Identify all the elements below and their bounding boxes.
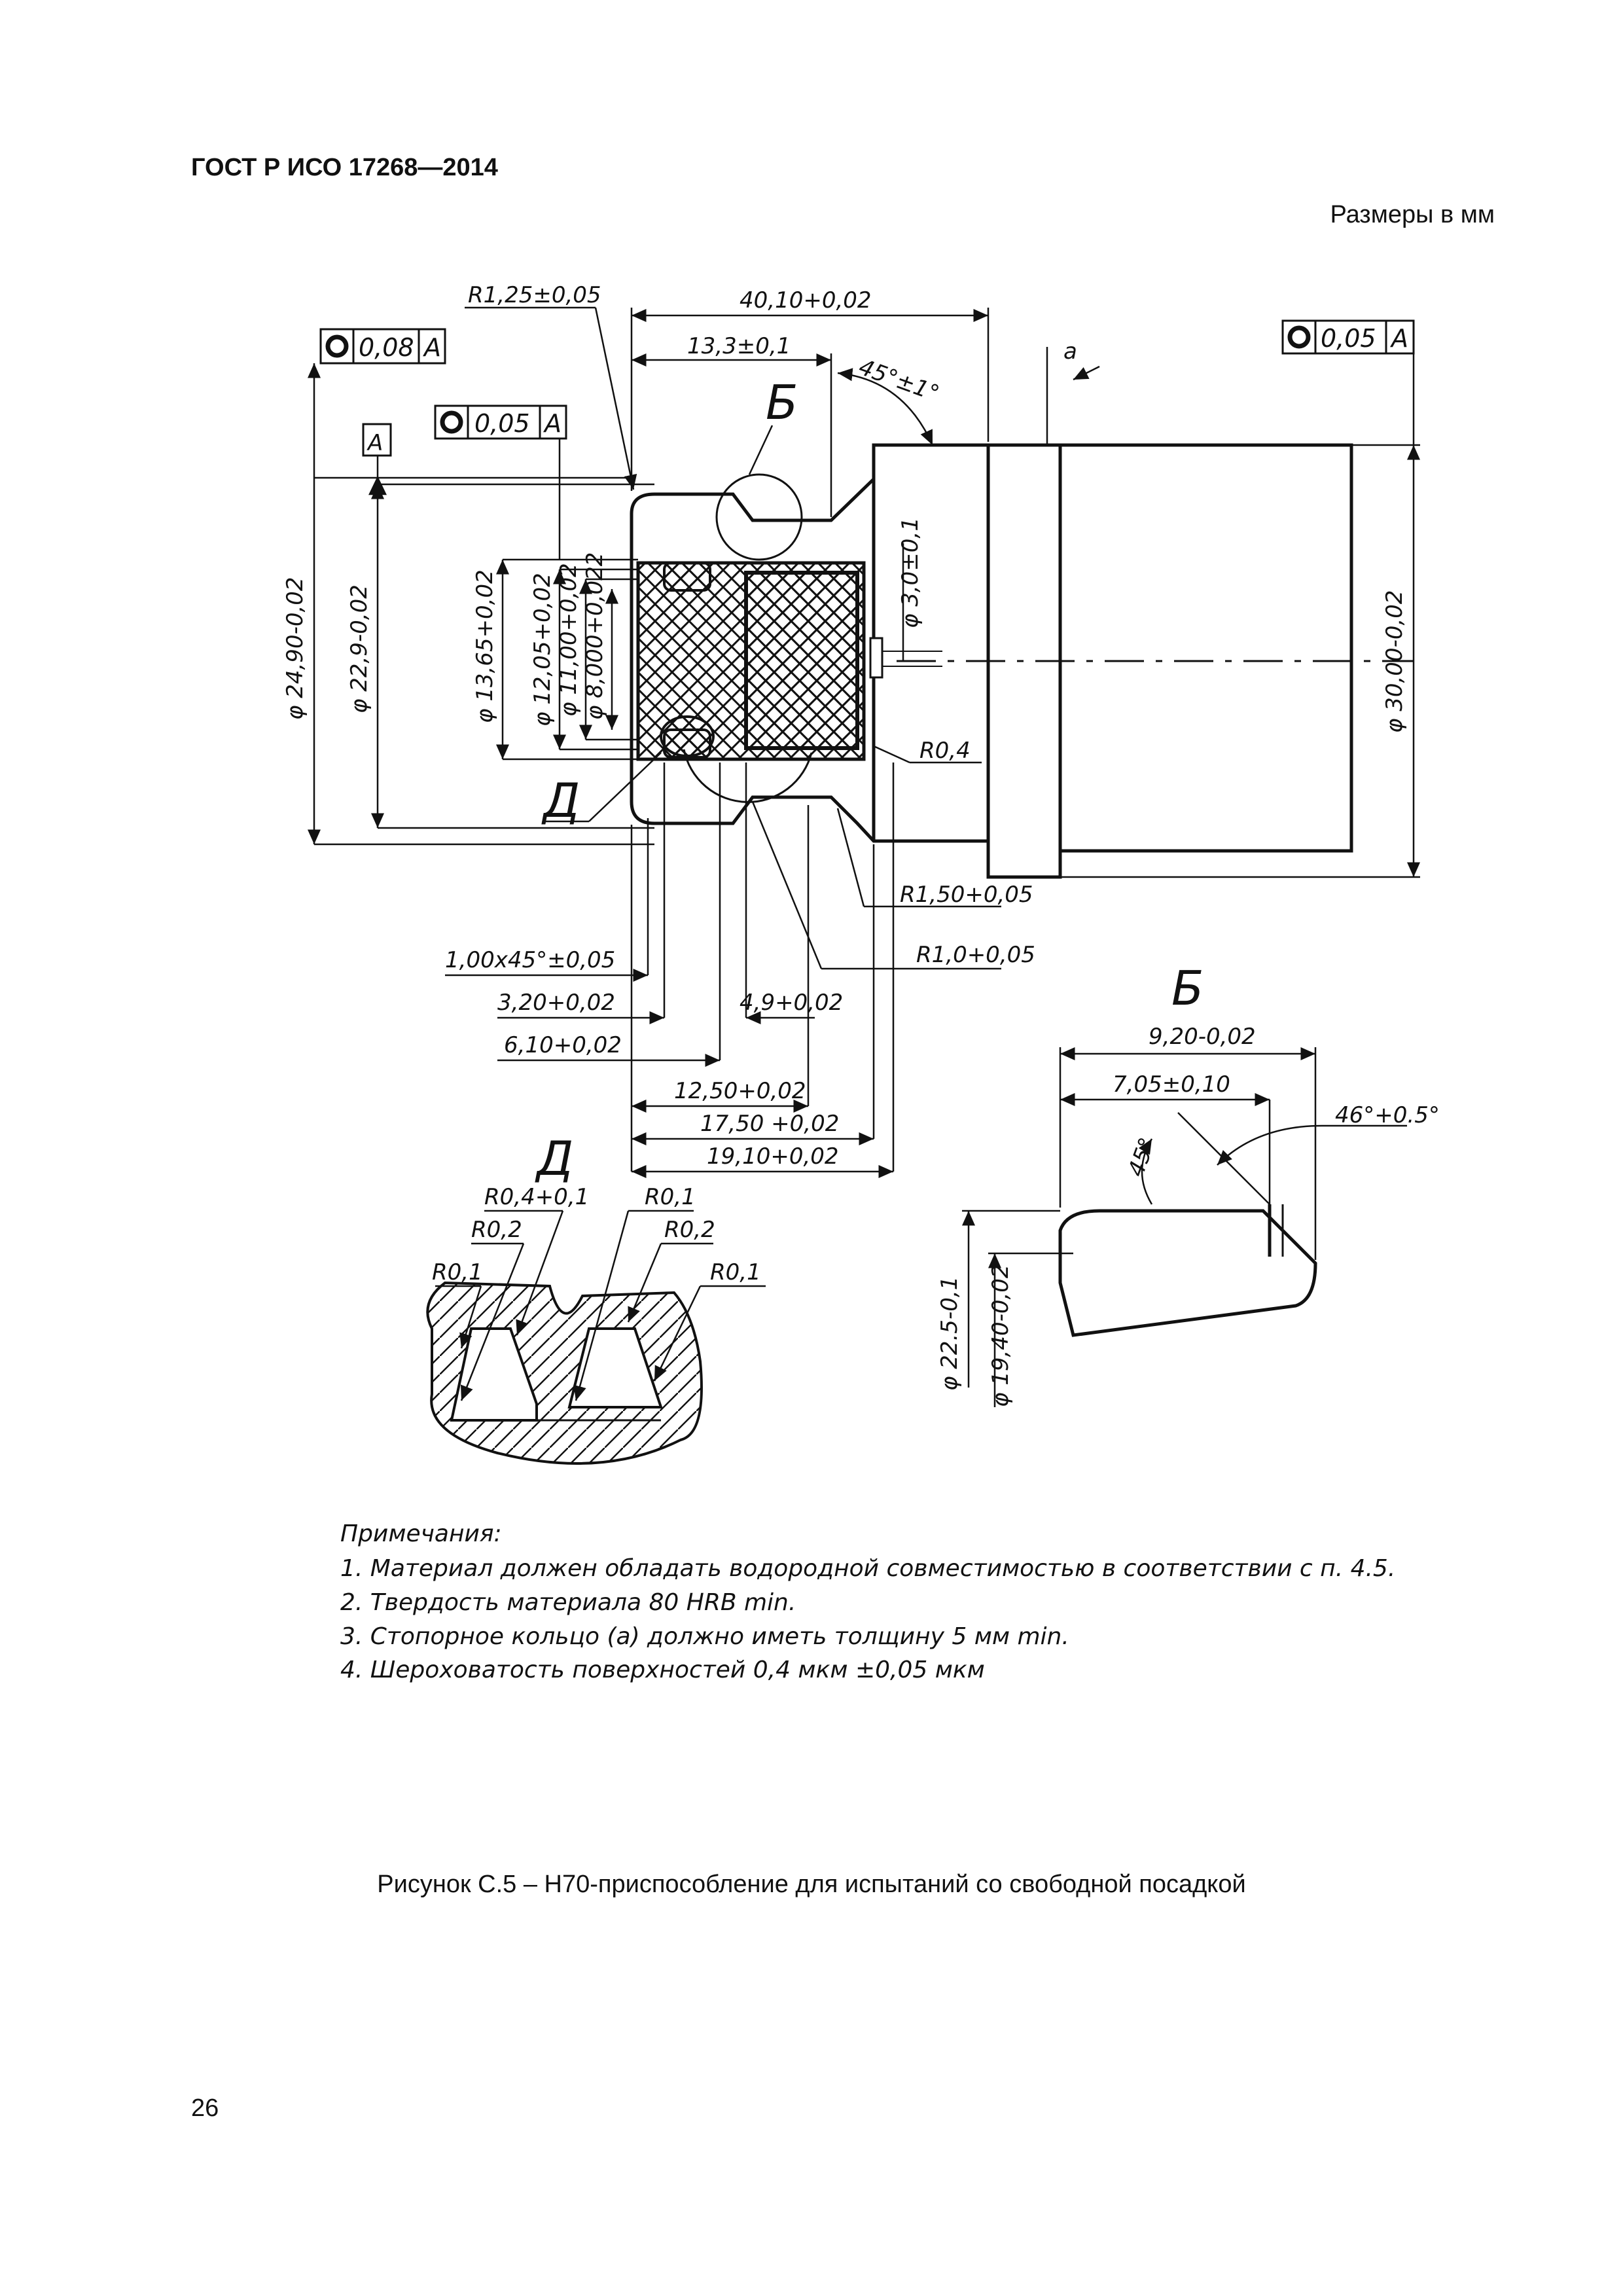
detail-d-r01-left: R0,1 <box>432 1259 483 1285</box>
dim-len-1750: 17,50 +0,02 <box>700 1111 839 1137</box>
tolerance-frame-2: 0,05 A <box>434 404 567 560</box>
figure-caption: Рисунок С.5 – Н70-приспособление для исп… <box>377 1871 1246 1898</box>
dim-dia-1205: φ 12,05+0,02 <box>529 573 556 726</box>
tolerance-frame-1: 0,08 A <box>319 328 446 365</box>
view-label-b-main: Б <box>766 375 798 430</box>
dim-dia-8000: φ 8,000+0,022 <box>582 552 608 720</box>
standard-title: ГОСТ Р ИСО 17268—2014 <box>191 154 498 181</box>
o-ring-seals <box>660 562 715 759</box>
detail-b-len-705: 7,05±0,10 <box>1113 1071 1230 1098</box>
detail-d-r02-right: R0,2 <box>664 1217 715 1243</box>
tolerance-frame-1-datum: A <box>422 333 441 362</box>
tolerance-frame-3: 0,05 A <box>1281 319 1415 355</box>
detail-d-view: Д R0,4+0,1 R0,2 R0,1 R0,1 <box>426 1131 766 1465</box>
datum-label: A <box>366 430 383 456</box>
tolerance-frame-1-value: 0,08 <box>359 333 414 362</box>
tolerance-frame-2-value: 0,05 <box>474 409 530 438</box>
ring-label: a <box>1063 338 1077 365</box>
view-label-d-main: Д <box>541 773 580 828</box>
dim-dia-2490: φ 24,90-0,02 <box>282 577 308 720</box>
detail-b-view: Б 9,20-0,02 7,05±0,10 46°+0.5° <box>936 961 1440 1407</box>
note-item-4: 4. Шероховатость поверхностей 0,4 мкм ±0… <box>340 1657 985 1683</box>
dim-chamfer: 1,00x45°±0,05 <box>445 947 615 973</box>
detail-d-r01-center: R0,1 <box>645 1184 696 1210</box>
detail-b-dia-225: φ 22.5-0,1 <box>936 1276 963 1391</box>
notes-title: Примечания: <box>340 1520 502 1547</box>
detail-b-dia-1940: φ 19,40-0,02 <box>988 1264 1014 1407</box>
detail-b-angle-45: 45° <box>1123 1134 1161 1180</box>
tolerance-frame-2-datum: A <box>543 409 562 438</box>
detail-b-circle <box>715 473 803 561</box>
dim-dia-30: φ 3,0±0,1 <box>897 517 923 628</box>
detail-b-title: Б <box>1171 961 1204 1016</box>
note-item-3: 3. Стопорное кольцо (a) должно иметь тол… <box>340 1623 1069 1650</box>
units-note: Размеры в мм <box>1330 201 1495 228</box>
dim-len-49: 4,9+0,02 <box>740 990 843 1016</box>
notes-block: Примечания: 1. Материал должен обладать … <box>340 1520 1395 1683</box>
dim-r150: R1,50+0,05 <box>900 882 1033 908</box>
dim-len-4010: 40,10+0,02 <box>740 287 872 314</box>
detail-b-len-920: 9,20-0,02 <box>1149 1024 1256 1050</box>
dim-len-1250: 12,50+0,02 <box>674 1078 806 1104</box>
detail-d-title: Д <box>535 1131 573 1186</box>
note-item-2: 2. Твердость материала 80 HRB min. <box>340 1589 796 1616</box>
dim-dia-229: φ 22,9-0,02 <box>346 584 372 713</box>
tolerance-frame-3-value: 0,05 <box>1321 324 1376 353</box>
dim-len-320: 3,20+0,02 <box>497 990 615 1016</box>
dim-dia-1365: φ 13,65+0,02 <box>472 569 498 723</box>
tolerance-frame-3-datum: A <box>1389 324 1408 353</box>
detail-d-r04-01: R0,4+0,1 <box>484 1184 589 1210</box>
dim-len-133: 13,3±0,1 <box>687 333 791 359</box>
note-item-1: 1. Материал должен обладать водородной с… <box>340 1555 1395 1582</box>
detail-d-r02-left: R0,2 <box>471 1217 522 1243</box>
dim-len-610: 6,10+0,02 <box>504 1032 622 1058</box>
page-number: 26 <box>191 2094 219 2122</box>
dim-r125: R1,25±0,05 <box>468 282 601 308</box>
dim-dia-1100: φ 11,00+0,02 <box>556 563 582 717</box>
dim-r04: R0,4 <box>919 738 971 764</box>
detail-d-r01-right: R0,1 <box>710 1259 761 1285</box>
dim-r10: R1,0+0,05 <box>916 942 1035 968</box>
dimension-lines <box>308 306 1420 1178</box>
dim-dia-3000: φ 30,00-0,02 <box>1382 590 1408 733</box>
detail-b-angle-46: 46°+0.5° <box>1335 1102 1440 1128</box>
dim-len-1910: 19,10+0,02 <box>707 1143 839 1170</box>
